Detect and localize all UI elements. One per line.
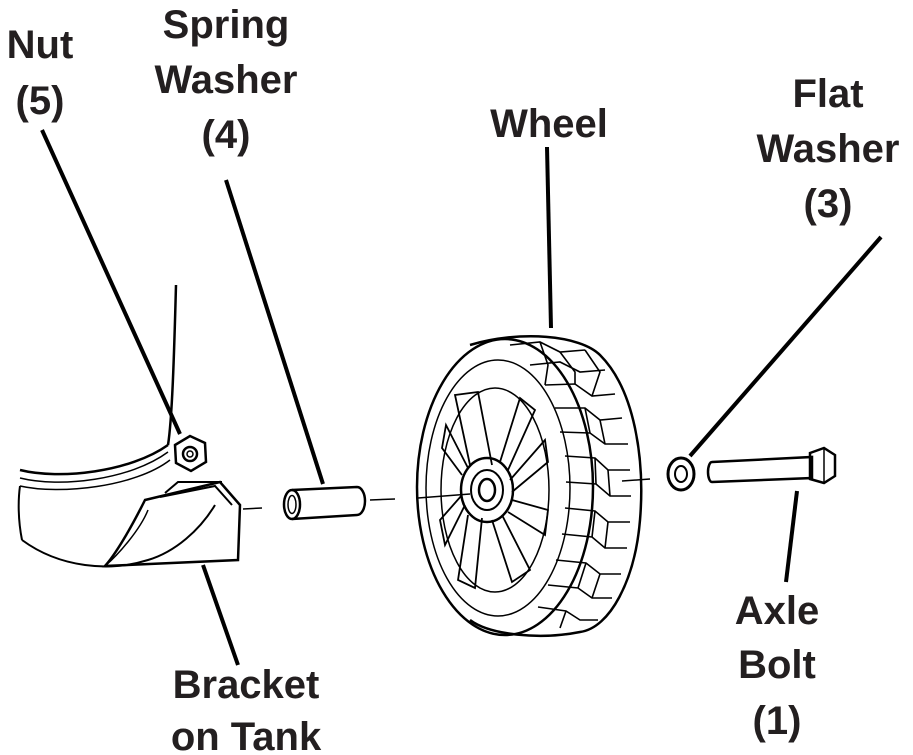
- axle-bolt-label-line1: Axle: [735, 589, 820, 633]
- flat-washer-label-line1: Flat: [792, 72, 863, 116]
- spring-washer-part: [282, 485, 367, 521]
- spring-washer-number: (4): [202, 113, 251, 157]
- nut-number: (5): [16, 79, 65, 123]
- axle-bolt-label-line2: Bolt: [738, 643, 816, 687]
- axle-bolt-number: (1): [753, 699, 802, 743]
- bracket-on-tank: [102, 480, 242, 568]
- spring-washer-label-line2: Washer: [154, 58, 297, 102]
- nut-leader-line: [40, 129, 182, 435]
- axle-bolt-part: [706, 446, 837, 485]
- bracket-label-line1: Bracket: [173, 663, 320, 707]
- flat-washer-label-line2: Washer: [756, 127, 899, 171]
- nut-label: Nut: [7, 23, 74, 67]
- spring-washer-label-line1: Spring: [163, 3, 290, 47]
- wheel-label: Wheel: [490, 102, 608, 146]
- spring-washer-leader-line: [224, 179, 325, 485]
- wheel-part: [415, 335, 643, 637]
- tank-body: [17, 284, 216, 568]
- bracket-label-line2: on Tank: [171, 715, 322, 755]
- axle-bolt-leader-line: [784, 490, 799, 583]
- flat-washer-number: (3): [804, 182, 853, 226]
- leader-lines: [40, 129, 883, 666]
- wheel-leader-line: [545, 146, 553, 329]
- flat-washer-leader-line: [688, 235, 883, 458]
- nut-part: [173, 434, 208, 473]
- flat-washer-part: [666, 456, 696, 492]
- bracket-leader-line: [201, 564, 240, 666]
